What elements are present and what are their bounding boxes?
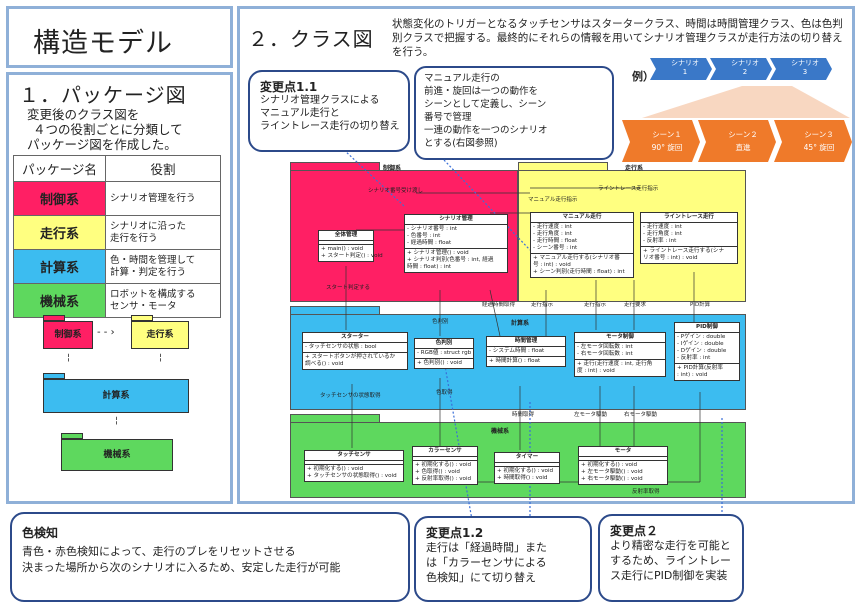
scenario-note-callout: マニュアル走行の 前進・旋回は一つの動作を シーンとして定義し、シーン 番号で管…	[414, 66, 614, 160]
package-panel: １．パッケージ図 変更後のクラス図を ４つの役割ごとに分類して パッケージ図を作…	[6, 72, 233, 504]
class-touch-sensor: タッチセンサ + 初期化する() : void + タッチセンサの状態取得() …	[304, 450, 404, 482]
machine-package-tab	[290, 414, 380, 422]
link-pid-calc: PID計算	[690, 302, 711, 308]
header-role: 役割	[105, 155, 221, 182]
class-color-sensor: カラーセンサ + 初期化する() : void + 色取得() : void +…	[412, 446, 478, 485]
class-overall: 全体管理 + main() : void + スタート判定() : void	[318, 230, 383, 262]
class-timer: タイマー + 初期化する() : void + 時間取得() : void	[494, 452, 560, 484]
class-color-judge: 色判別 - RGB値 : struct rgb + 色判別() : void	[414, 338, 474, 369]
package-name-machine: 機械系	[13, 283, 106, 318]
class-linetrace: ライントレース走行 - 走行速度 : int - 走行角度 : int - 反射…	[640, 212, 738, 264]
link-linetrace-order: ライントレース走行指示	[598, 186, 659, 192]
link-drive-3: 走行要求	[624, 302, 647, 308]
package-name-control: 制御系	[13, 181, 106, 216]
mini-arrow: ¦	[115, 416, 119, 426]
callout-change-2: 変更点２ より精密な走行を可能と するため、ライントレー ス走行にPID制御を実…	[598, 514, 744, 602]
callout-color-detect: 色検知 青色・赤色検知によって、走行のブレをリセットさせる 決まった場所から次の…	[10, 512, 410, 602]
mini-pkg-control: 制御系	[43, 321, 93, 349]
class-motor: モータ + 初期化する() : void + 左モータ駆動() : void +…	[578, 446, 668, 485]
link-right-motor: 右モータ駆動	[624, 412, 658, 418]
scenario-2: シナリオ 2	[731, 59, 759, 76]
package-role-machine: ロボットを構成する センサ・モータ	[105, 283, 221, 318]
example-label: 例）	[632, 70, 654, 83]
calc-package-label: 計算系	[511, 320, 530, 327]
mini-pkg-machine: 機械系	[61, 439, 173, 471]
machine-package-label: 機械系	[491, 428, 510, 435]
title-box: 構造モデル	[6, 6, 233, 68]
mini-arrow: ¦	[159, 353, 163, 363]
package-role-control: シナリオ管理を行う	[105, 181, 221, 216]
link-start-judge: スタート判定する	[326, 285, 371, 291]
package-description: 変更後のクラス図を ４つの役割ごとに分類して パッケージ図を作成した。	[27, 107, 183, 152]
link-reflect-get: 反射率取得	[632, 489, 660, 495]
mini-arrow: ¦	[67, 353, 71, 363]
link-drive-1: 走行指示	[531, 302, 554, 308]
control-package-label: 制御系	[383, 165, 402, 172]
scene-1: シーン１ 90° 旋回	[651, 130, 683, 152]
scenario-3: シナリオ 3	[791, 59, 819, 76]
role-table: パッケージ名 役割 制御系 シナリオ管理を行う 走行系 シナリオに沿った 走行を…	[13, 155, 221, 318]
class-description: 状態変化のトリガーとなるタッチセンサはスタータークラス、時間は時間管理クラス、色…	[392, 18, 843, 58]
class-motor-control: モータ制御 - 左モータ回転数 : int - 右モータ回転数 : int + …	[574, 332, 666, 377]
page-title: 構造モデル	[33, 28, 173, 59]
scenario-note-text: マニュアル走行の 前進・旋回は一つの動作を シーンとして定義し、シーン 番号で管…	[424, 73, 548, 149]
scenario-chevrons	[650, 58, 832, 80]
link-touch-get: タッチセンサの状態取得	[320, 393, 381, 399]
package-role-calc: 色・時間を管理して 計算・判定を行う	[105, 249, 221, 284]
scene-3: シーン３ 45° 旋回	[803, 130, 835, 152]
class-scenario: シナリオ管理 - シナリオ番号 : int - 色番号 : int - 経過時間…	[404, 214, 508, 273]
scenario-1: シナリオ 1	[671, 59, 699, 76]
package-heading: １．パッケージ図	[19, 83, 187, 107]
drive-package-label: 走行系	[625, 165, 644, 172]
link-manual-order: マニュアル走行指示	[528, 197, 578, 203]
link-left-motor: 左モータ駆動	[574, 412, 608, 418]
scene-2: シーン２ 直進	[728, 130, 758, 152]
class-heading: ２．クラス図	[248, 27, 374, 51]
class-time: 時間管理 - システム時間 : float + 時間計算() : float	[486, 336, 566, 367]
drive-package-tab	[518, 162, 608, 170]
mini-pkg-calc: 計算系	[43, 379, 189, 413]
class-starter: スターター - タッチセンサの状態 : bool + スタートボタンが押されてい…	[302, 332, 408, 370]
link-time-get: 時間取得	[512, 412, 535, 418]
link-drive-2: 走行指示	[584, 302, 607, 308]
link-scenario-switch: シナリオ番号受け渡し	[368, 188, 424, 194]
callout-change-1-2: 変更点1.2 走行は「経過時間」また は「カラーセンサによる 色検知」にて切り替…	[414, 516, 592, 602]
package-name-drive: 走行系	[13, 215, 106, 250]
callout-change-1-1: 変更点1.1 シナリオ管理クラスによる マニュアル走行と ライントレース走行の切…	[248, 70, 410, 152]
link-elapsed: 経過時間取得	[482, 302, 516, 308]
link-color-judge: 色判別	[432, 319, 449, 325]
class-pid: PID制御 - Pゲイン : double - Iゲイン : double - …	[674, 322, 740, 381]
class-manual: マニュアル走行 - 走行速度 : int - 走行角度 : int - 走行時間…	[530, 212, 634, 278]
calc-package-tab	[290, 306, 380, 314]
link-color-get: 色取得	[436, 390, 453, 396]
mini-arrow: - - ›	[97, 327, 115, 338]
scenario-expand	[622, 86, 852, 162]
mini-pkg-drive: 走行系	[131, 321, 189, 349]
control-package-tab	[290, 162, 380, 170]
